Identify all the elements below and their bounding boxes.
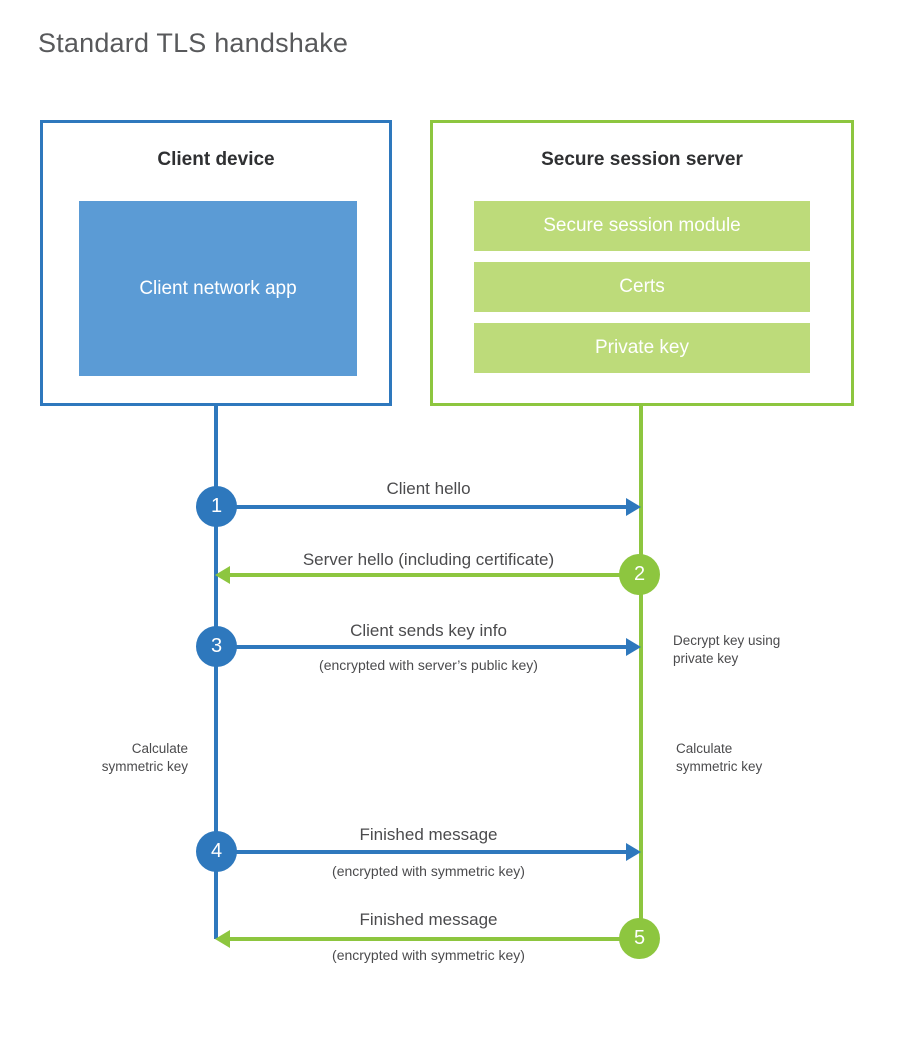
step-2-arrow xyxy=(215,566,641,584)
step-2-badge: 2 xyxy=(619,554,660,595)
note-server-calculate-symmetric-key: Calculate symmetric key xyxy=(676,741,763,775)
arrow-head-icon xyxy=(626,638,641,656)
server-module-certs: Certs xyxy=(474,262,810,312)
step-5-arrow xyxy=(215,930,641,948)
client-device-box: Client device Client network app xyxy=(40,120,392,406)
step-1-label: Client hello xyxy=(386,479,471,498)
step-2-label: Server hello (including certificate) xyxy=(302,550,555,569)
client-lifeline xyxy=(214,406,218,939)
server-modules-list: Secure session module Certs Private key xyxy=(474,201,810,373)
step-3-sublabel: (encrypted with server’s public key) xyxy=(319,657,538,673)
step-5-sublabel: (encrypted with symmetric key) xyxy=(332,947,525,963)
note-decrypt-key: Decrypt key using private key xyxy=(673,633,781,667)
step-5-badge: 5 xyxy=(619,918,660,959)
step-4-arrow xyxy=(216,843,641,861)
server-lifeline xyxy=(639,406,643,939)
client-device-title: Client device xyxy=(157,149,275,170)
step-4-sublabel: (encrypted with symmetric key) xyxy=(332,863,525,879)
server-module-private-key: Private key xyxy=(474,323,810,373)
step-5-label: Finished message xyxy=(359,910,498,929)
note-client-calculate-symmetric-key: Calculate symmetric key xyxy=(101,741,188,775)
step-1-badge: 1 xyxy=(196,486,237,527)
client-network-app-block: Client network app xyxy=(79,201,357,376)
arrow-head-icon xyxy=(626,498,641,516)
step-4-label: Finished message xyxy=(359,825,498,844)
secure-session-server-box: Secure session server Secure session mod… xyxy=(430,120,854,406)
step-3-badge: 3 xyxy=(196,626,237,667)
step-4-badge: 4 xyxy=(196,831,237,872)
arrow-head-icon xyxy=(215,566,230,584)
secure-session-server-title: Secure session server xyxy=(541,149,743,170)
server-module-secure-session: Secure session module xyxy=(474,201,810,251)
step-3-arrow xyxy=(216,638,641,656)
arrow-head-icon xyxy=(215,930,230,948)
step-3-label: Client sends key info xyxy=(350,621,507,640)
page-title: Standard TLS handshake xyxy=(38,28,349,58)
arrow-head-icon xyxy=(626,843,641,861)
step-1-arrow xyxy=(216,498,641,516)
